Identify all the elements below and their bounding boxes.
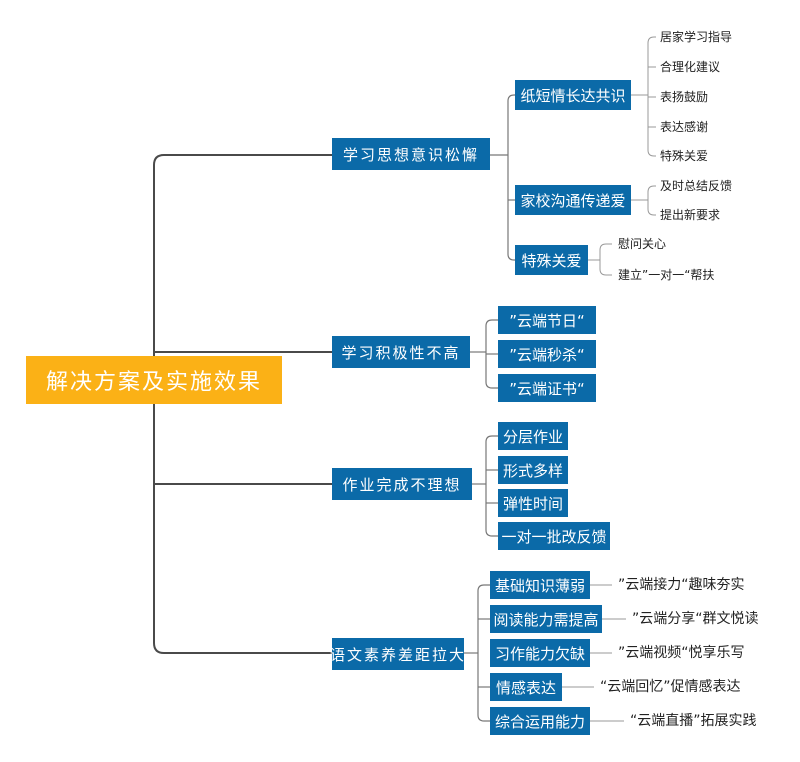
leaf-note-basic: ”云端接力“趣味夯实 (618, 577, 745, 593)
leaf-connector (647, 185, 656, 216)
sub-node-cloud-flash[interactable]: ”云端秒杀“ (498, 340, 596, 368)
leaf-feedback: 及时总结反馈 (660, 179, 733, 193)
sub-node-cloud-certificate[interactable]: ”云端证书“ (498, 374, 596, 402)
leaf-praise: 表扬鼓励 (660, 90, 709, 104)
sub-node-basic-knowledge[interactable]: 基础知识薄弱 (490, 571, 590, 599)
sub-node-special-care[interactable]: 特殊关爱 (515, 245, 588, 275)
leaf-home-study-guide: 居家学习指导 (660, 30, 733, 44)
sub-connector (507, 94, 515, 261)
sub-node-layered-homework[interactable]: 分层作业 (498, 422, 568, 450)
sub-node-letter-consensus[interactable]: 纸短情长达共识 (515, 80, 631, 110)
leaf-rational-advice: 合理化建议 (660, 60, 721, 74)
trunk-line (153, 154, 332, 654)
sub-node-home-school[interactable]: 家校沟通传递爱 (515, 185, 631, 215)
sub-node-cloud-festival[interactable]: ”云端节日“ (498, 306, 596, 334)
leaf-note-comprehensive: “云端直播”拓展实践 (630, 713, 757, 729)
sub-node-comprehensive[interactable]: 综合运用能力 (490, 707, 590, 735)
sub-node-writing[interactable]: 习作能力欠缺 (490, 639, 590, 667)
leaf-connector (599, 243, 612, 276)
branch-node-low-motivation[interactable]: 学习积极性不高 (332, 336, 470, 368)
sub-node-emotion[interactable]: 情感表达 (490, 673, 562, 701)
leaf-one-on-one: 建立”一对一“帮扶 (618, 268, 715, 282)
leaf-thanks: 表达感谢 (660, 120, 709, 134)
sub-node-reading[interactable]: 阅读能力需提高 (490, 605, 602, 633)
sub-connector (485, 435, 498, 537)
branch-node-study-attitude[interactable]: 学习思想意识松懈 (332, 138, 490, 170)
leaf-note-writing: ”云端视频“悦享乐写 (618, 645, 745, 661)
sub-node-one-on-one-grading[interactable]: 一对一批改反馈 (498, 522, 610, 550)
leaf-special-care: 特殊关爱 (660, 149, 709, 163)
leaf-note-reading: ”云端分享“群文悦读 (632, 611, 759, 627)
root-node[interactable]: 解决方案及实施效果 (26, 356, 282, 404)
sub-node-flexible-time[interactable]: 弹性时间 (498, 489, 568, 517)
branch-node-literacy-gap[interactable]: 语文素养差距拉大 (330, 638, 464, 670)
leaf-new-requirements: 提出新要求 (660, 208, 721, 222)
sub-node-diverse-forms[interactable]: 形式多样 (498, 456, 568, 484)
leaf-condolence: 慰问关心 (618, 237, 667, 251)
branch-node-homework[interactable]: 作业完成不理想 (332, 468, 472, 500)
leaf-note-emotion: “云端回忆”促情感表达 (600, 679, 741, 695)
sub-connector (477, 584, 490, 722)
